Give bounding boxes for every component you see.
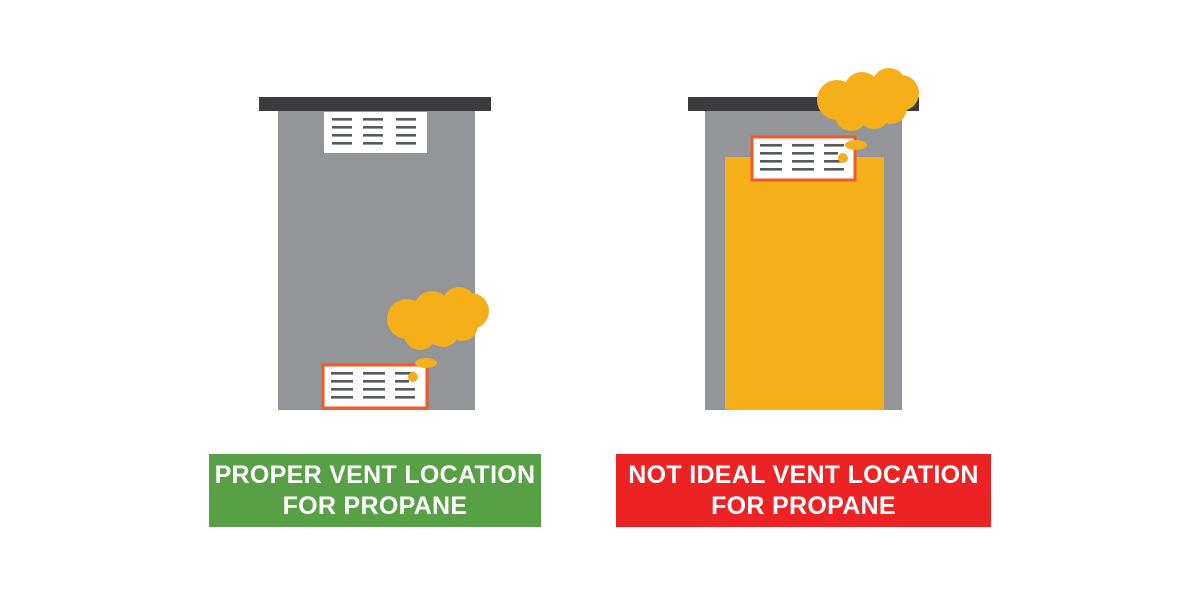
proper-top-vent-icon [324, 112, 427, 153]
not-ideal-enclosure [688, 68, 919, 410]
proper-enclosure [259, 97, 491, 410]
proper-enclosure-roof [259, 97, 491, 111]
not-ideal-trapped-propane-icon [725, 157, 884, 410]
proper-label-line-1: PROPER VENT LOCATION [215, 460, 536, 491]
proper-vent-location-label: PROPER VENT LOCATION FOR PROPANE [209, 454, 541, 527]
not-ideal-vent-location-label: NOT IDEAL VENT LOCATION FOR PROPANE [616, 454, 991, 527]
proper-bottom-vent-icon [323, 365, 427, 408]
not-ideal-label-line-2: FOR PROPANE [628, 491, 978, 522]
proper-label-line-2: FOR PROPANE [215, 491, 536, 522]
not-ideal-label-line-1: NOT IDEAL VENT LOCATION [628, 460, 978, 491]
